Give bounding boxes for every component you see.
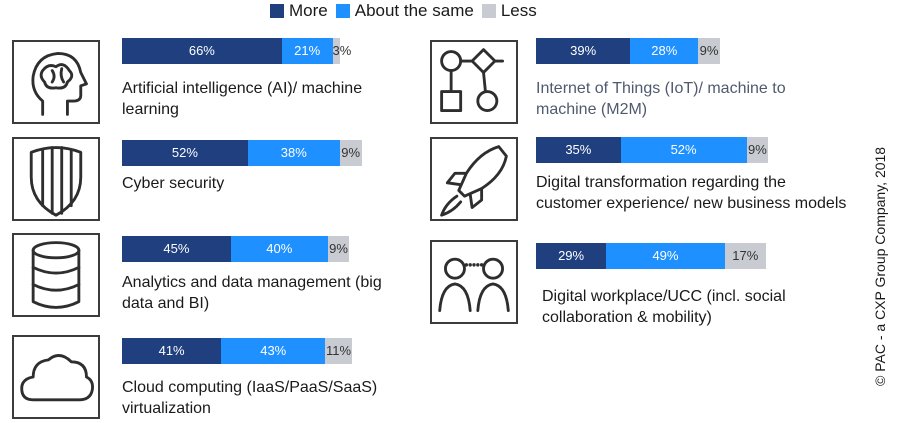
category-label: Cloud computing (IaaS/PaaS/SaaS) virtual… (122, 379, 378, 417)
data-label-same: 43% (260, 343, 287, 358)
bar-segment-more: 35% (536, 137, 621, 163)
bar-segment-less: 9% (698, 38, 720, 64)
data-label-more: 39% (570, 43, 597, 58)
bar-segment-same: 43% (221, 338, 326, 364)
legend-item-same: About the same (335, 1, 474, 21)
data-label-less: 11% (326, 343, 352, 358)
brain-head-icon (12, 40, 100, 124)
category-label: Artificial intelligence (AI)/ machine le… (122, 80, 363, 118)
bar-segment-same: 40% (230, 236, 328, 262)
bar-segment-less: 17% (724, 243, 766, 269)
bar-segment-more: 52% (122, 140, 248, 166)
legend-label-less: Less (500, 1, 537, 20)
bar-segment-same: 38% (247, 140, 340, 166)
data-label-same: 49% (652, 248, 679, 263)
collaboration-icon (430, 240, 518, 324)
bar-segment-less: 11% (325, 338, 352, 364)
data-label-less: 17% (732, 248, 759, 263)
shield-icon (12, 137, 100, 221)
bar-segment-same: 21% (281, 38, 333, 64)
bar-segment-less: 9% (746, 137, 769, 163)
legend: More About the same Less (270, 0, 545, 22)
category-label: Internet of Things (IoT)/ machine to mac… (536, 80, 786, 118)
data-label-less: 9% (329, 241, 348, 256)
flowchart-icon (430, 40, 518, 124)
data-label-more: 41% (158, 343, 185, 358)
data-label-more: 52% (171, 145, 198, 160)
legend-item-less: Less (481, 1, 537, 21)
data-label-less: 9% (748, 142, 767, 157)
data-label-same: 21% (294, 43, 321, 58)
data-label-same: 38% (280, 145, 307, 160)
bar-segment-more: 66% (122, 38, 282, 64)
data-label-more: 66% (188, 43, 215, 58)
bar-segment-more: 39% (536, 38, 631, 64)
database-icon (12, 233, 100, 317)
bar-segment-less: 3% (332, 38, 351, 64)
category-label: Digital transformation regarding the cus… (536, 174, 847, 212)
bar-segment-same: 28% (630, 38, 699, 64)
category-label: Analytics and data management (big data … (122, 274, 382, 312)
data-label-less: 9% (699, 43, 719, 58)
legend-swatch-same (335, 4, 350, 18)
bar-segment-more: 41% (122, 338, 222, 364)
data-label-more: 45% (163, 241, 190, 256)
data-label-same: 28% (651, 43, 678, 58)
data-label-more: 29% (558, 248, 585, 263)
bar-segment-more: 45% (122, 236, 231, 262)
legend-label-same: About the same (354, 1, 474, 20)
data-label-less: 3% (332, 43, 352, 58)
bar-segment-less: 9% (339, 140, 362, 166)
data-label-less: 9% (341, 145, 361, 160)
legend-swatch-more (270, 4, 284, 18)
copyright-note: © PAC - a CXP Group Company, 2018 (872, 146, 888, 386)
bar-segment-less: 9% (327, 236, 350, 262)
bar-segment-more: 29% (536, 243, 607, 269)
category-label: Cyber security (122, 175, 225, 192)
cloud-icon (12, 335, 100, 419)
data-label-more: 35% (565, 142, 592, 157)
legend-label-more: More (289, 1, 328, 20)
bar-segment-same: 49% (606, 243, 725, 269)
rocket-icon (430, 137, 518, 221)
data-label-same: 40% (266, 241, 293, 256)
data-label-same: 52% (670, 142, 697, 157)
bar-segment-same: 52% (620, 137, 747, 163)
legend-swatch-less (481, 4, 496, 18)
category-label: Digital workplace/UCC (incl. social coll… (542, 288, 786, 326)
legend-item-more: More (270, 1, 328, 21)
